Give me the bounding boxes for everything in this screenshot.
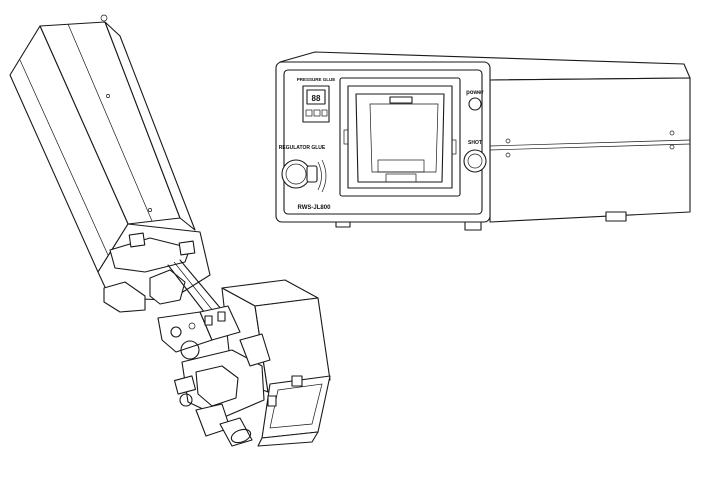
regulator-label: REGULATOR GLUE — [279, 145, 326, 151]
window-latch — [389, 96, 413, 104]
power-button[interactable] — [468, 97, 482, 111]
shot-label: SHOT — [468, 140, 482, 146]
clamp-block — [157, 311, 213, 353]
dispenser-column-side — [104, 21, 196, 231]
gauge-button[interactable] — [321, 109, 328, 117]
shot-button[interactable] — [463, 149, 487, 173]
dispenser-head — [9, 14, 331, 447]
model-label: RWS-JL800 — [298, 205, 332, 211]
controller-unit — [275, 51, 691, 231]
gauge-button[interactable] — [305, 109, 313, 117]
adjust-knob-icon — [180, 340, 200, 360]
gauge-button[interactable] — [313, 109, 321, 117]
pressure-label: PRESSURE GLUE — [297, 77, 336, 82]
controller-side — [489, 77, 691, 223]
foot — [605, 211, 627, 222]
mount-screw-icon — [100, 14, 108, 22]
gauge-display — [306, 89, 326, 105]
power-label: power — [466, 90, 484, 96]
heater-cube-side — [254, 297, 331, 393]
pressure-readout: 88 — [312, 94, 321, 103]
regulator-stem — [306, 165, 318, 183]
